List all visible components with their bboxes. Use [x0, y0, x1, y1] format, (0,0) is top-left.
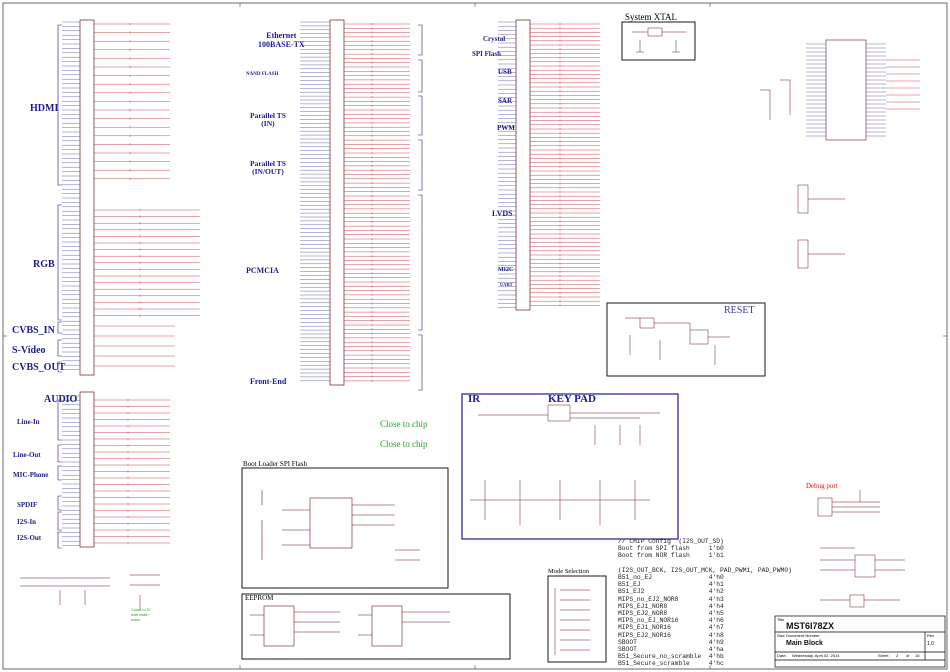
title-block-date: Wednesday, April 02, 2014	[792, 653, 840, 658]
right-drivers	[760, 79, 845, 269]
note-close-to-ic: Close to IC with width trace	[131, 607, 151, 622]
chip-config-line: MIPS_EJ1_NOR16 4'h7	[618, 624, 724, 632]
title-block-sheet: 2	[896, 653, 899, 658]
title-debug-port: Debug port	[806, 482, 838, 490]
title-mode-selection: Mode Selection	[548, 568, 589, 575]
chip-config-line: (I2S_OUT_BCK, I2S_OUT_MCK, PAD_PWM1, PAD…	[618, 566, 792, 574]
section-line-out: Line-Out	[13, 451, 41, 459]
section-mic-phone: MIC-Phone	[13, 471, 49, 479]
chip-config-line: SBOOT 4'h9	[618, 638, 724, 646]
title-system-xtal: System XTAL	[625, 12, 678, 22]
section-hdmi: HDMI	[30, 103, 59, 114]
section-pcmcia: PCMCIA	[246, 266, 279, 275]
note-close-to-chip-2: Close to chip	[380, 439, 428, 449]
section-brackets-mid	[418, 24, 423, 391]
section-ethernet: Ethernet 100BASE-TX	[258, 31, 305, 49]
section-spdif: SPDIF	[17, 501, 38, 509]
bottom-right-components	[820, 547, 905, 608]
chip-block-ethernet-pcmcia	[329, 19, 345, 386]
chip-config-line: B51_Secure_scramble 4'hc	[618, 660, 724, 668]
chip-block-lvds	[515, 19, 531, 311]
title-reset: RESET	[724, 305, 755, 316]
chip-config-line: Boot from SPI flash 1'b0	[618, 545, 724, 553]
title-block-size: Size	[777, 633, 785, 638]
chip-config-line: B51_Secure_no_scramble 4'hb	[618, 653, 724, 661]
mode-selection-box	[547, 575, 607, 663]
title-block-doc-label: Document Number	[786, 633, 820, 638]
title-block-frame	[774, 615, 946, 668]
title-eeprom: EEPROM	[245, 594, 274, 602]
title-block-doc: Main Block	[786, 640, 823, 647]
chip-config-line: MIPS_no_EJ_NOR16 4'h6	[618, 617, 724, 625]
title-key-pad: KEY PAD	[548, 393, 596, 405]
chip-config-line	[618, 560, 792, 567]
section-audio: AUDIO	[44, 394, 78, 405]
eeprom-box	[241, 593, 511, 660]
chip-config-line: MIPS_EJ1_NOR8 4'h4	[618, 602, 724, 610]
section-line-in: Line-In	[17, 418, 40, 426]
section-cvbs-out: CVBS_OUT	[12, 362, 66, 373]
title-block-date-label: Date:	[777, 653, 787, 658]
title-boot-loader: Boot Loader SPI Flash	[243, 460, 307, 468]
system-xtal-box	[621, 21, 696, 61]
title-block-of: 15	[915, 653, 920, 658]
ir-keypad-box	[461, 393, 679, 540]
chip-block-video-inputs	[79, 19, 95, 548]
section-brackets-left	[57, 24, 62, 549]
note-close-to-chip-1: Close to chip	[380, 419, 428, 429]
title-block-sheet-label: Sheet	[878, 653, 889, 658]
reset-box	[606, 302, 766, 377]
debug-port-symbol	[817, 490, 880, 517]
section-lvds: LVDS	[492, 209, 513, 218]
chip-config-line: MIPS_EJ2_NOR16 4'h8	[618, 631, 724, 639]
chip-config-line: MIPS_EJ2_NOR8 4'h5	[618, 610, 724, 618]
section-cvbs-in: CVBS_IN	[12, 325, 55, 336]
section-usb: USB	[498, 68, 512, 76]
title-block-rev-label: Rev	[927, 633, 935, 638]
section-uart: UART	[500, 282, 513, 287]
chip-config-line: SBOOT 4'ha	[618, 646, 724, 654]
chip-config-line: // CHIP Config (I2S_OUT_SD)	[618, 538, 724, 545]
chip-config-line: Boot from NOR flash 1'b1	[618, 552, 724, 560]
section-parallel-ts-inout: Parallel TS (IN/OUT)	[250, 159, 286, 176]
bottom-left-components	[20, 574, 160, 610]
section-crystal: Crystal	[483, 35, 506, 43]
chip-config-table: // CHIP Config (I2S_OUT_SD)Boot from SPI…	[618, 538, 792, 668]
chip-config-line: B51_no_EJ 4'h0	[618, 574, 724, 582]
section-parallel-ts-in: Parallel TS (IN)	[250, 111, 286, 128]
section-sar: SAR	[498, 97, 513, 105]
chip-config-line: MIPS_no_EJ2_NOR8 4'h3	[618, 595, 724, 603]
section-rgb: RGB	[33, 259, 55, 270]
section-spi-flash: SPI Flash	[472, 50, 501, 58]
title-block-title-label: Title	[777, 617, 785, 622]
section-i2s-out: I2S-Out	[17, 534, 42, 542]
title-block-title: MST6I78ZX	[786, 621, 835, 631]
section-nand-flash: NAND FLASH	[246, 72, 279, 77]
section-pwm: PWM	[497, 124, 515, 132]
title-block-of-label: of	[906, 653, 910, 658]
section-s-video: S-Video	[12, 345, 46, 356]
chip-config-line: B51_EJ 4'h1	[618, 581, 724, 589]
section-i2s-in: I2S-In	[17, 518, 37, 526]
chip-config-line: B51_EJ2 4'h2	[618, 588, 724, 596]
title-block-rev: 1.0	[927, 641, 934, 647]
section-mi2c: MI2C	[498, 267, 514, 273]
boot-loader-box	[241, 467, 449, 589]
section-front-end: Front-End	[250, 377, 287, 386]
flash-chip-top-right	[825, 39, 867, 141]
title-ir: IR	[468, 393, 481, 405]
